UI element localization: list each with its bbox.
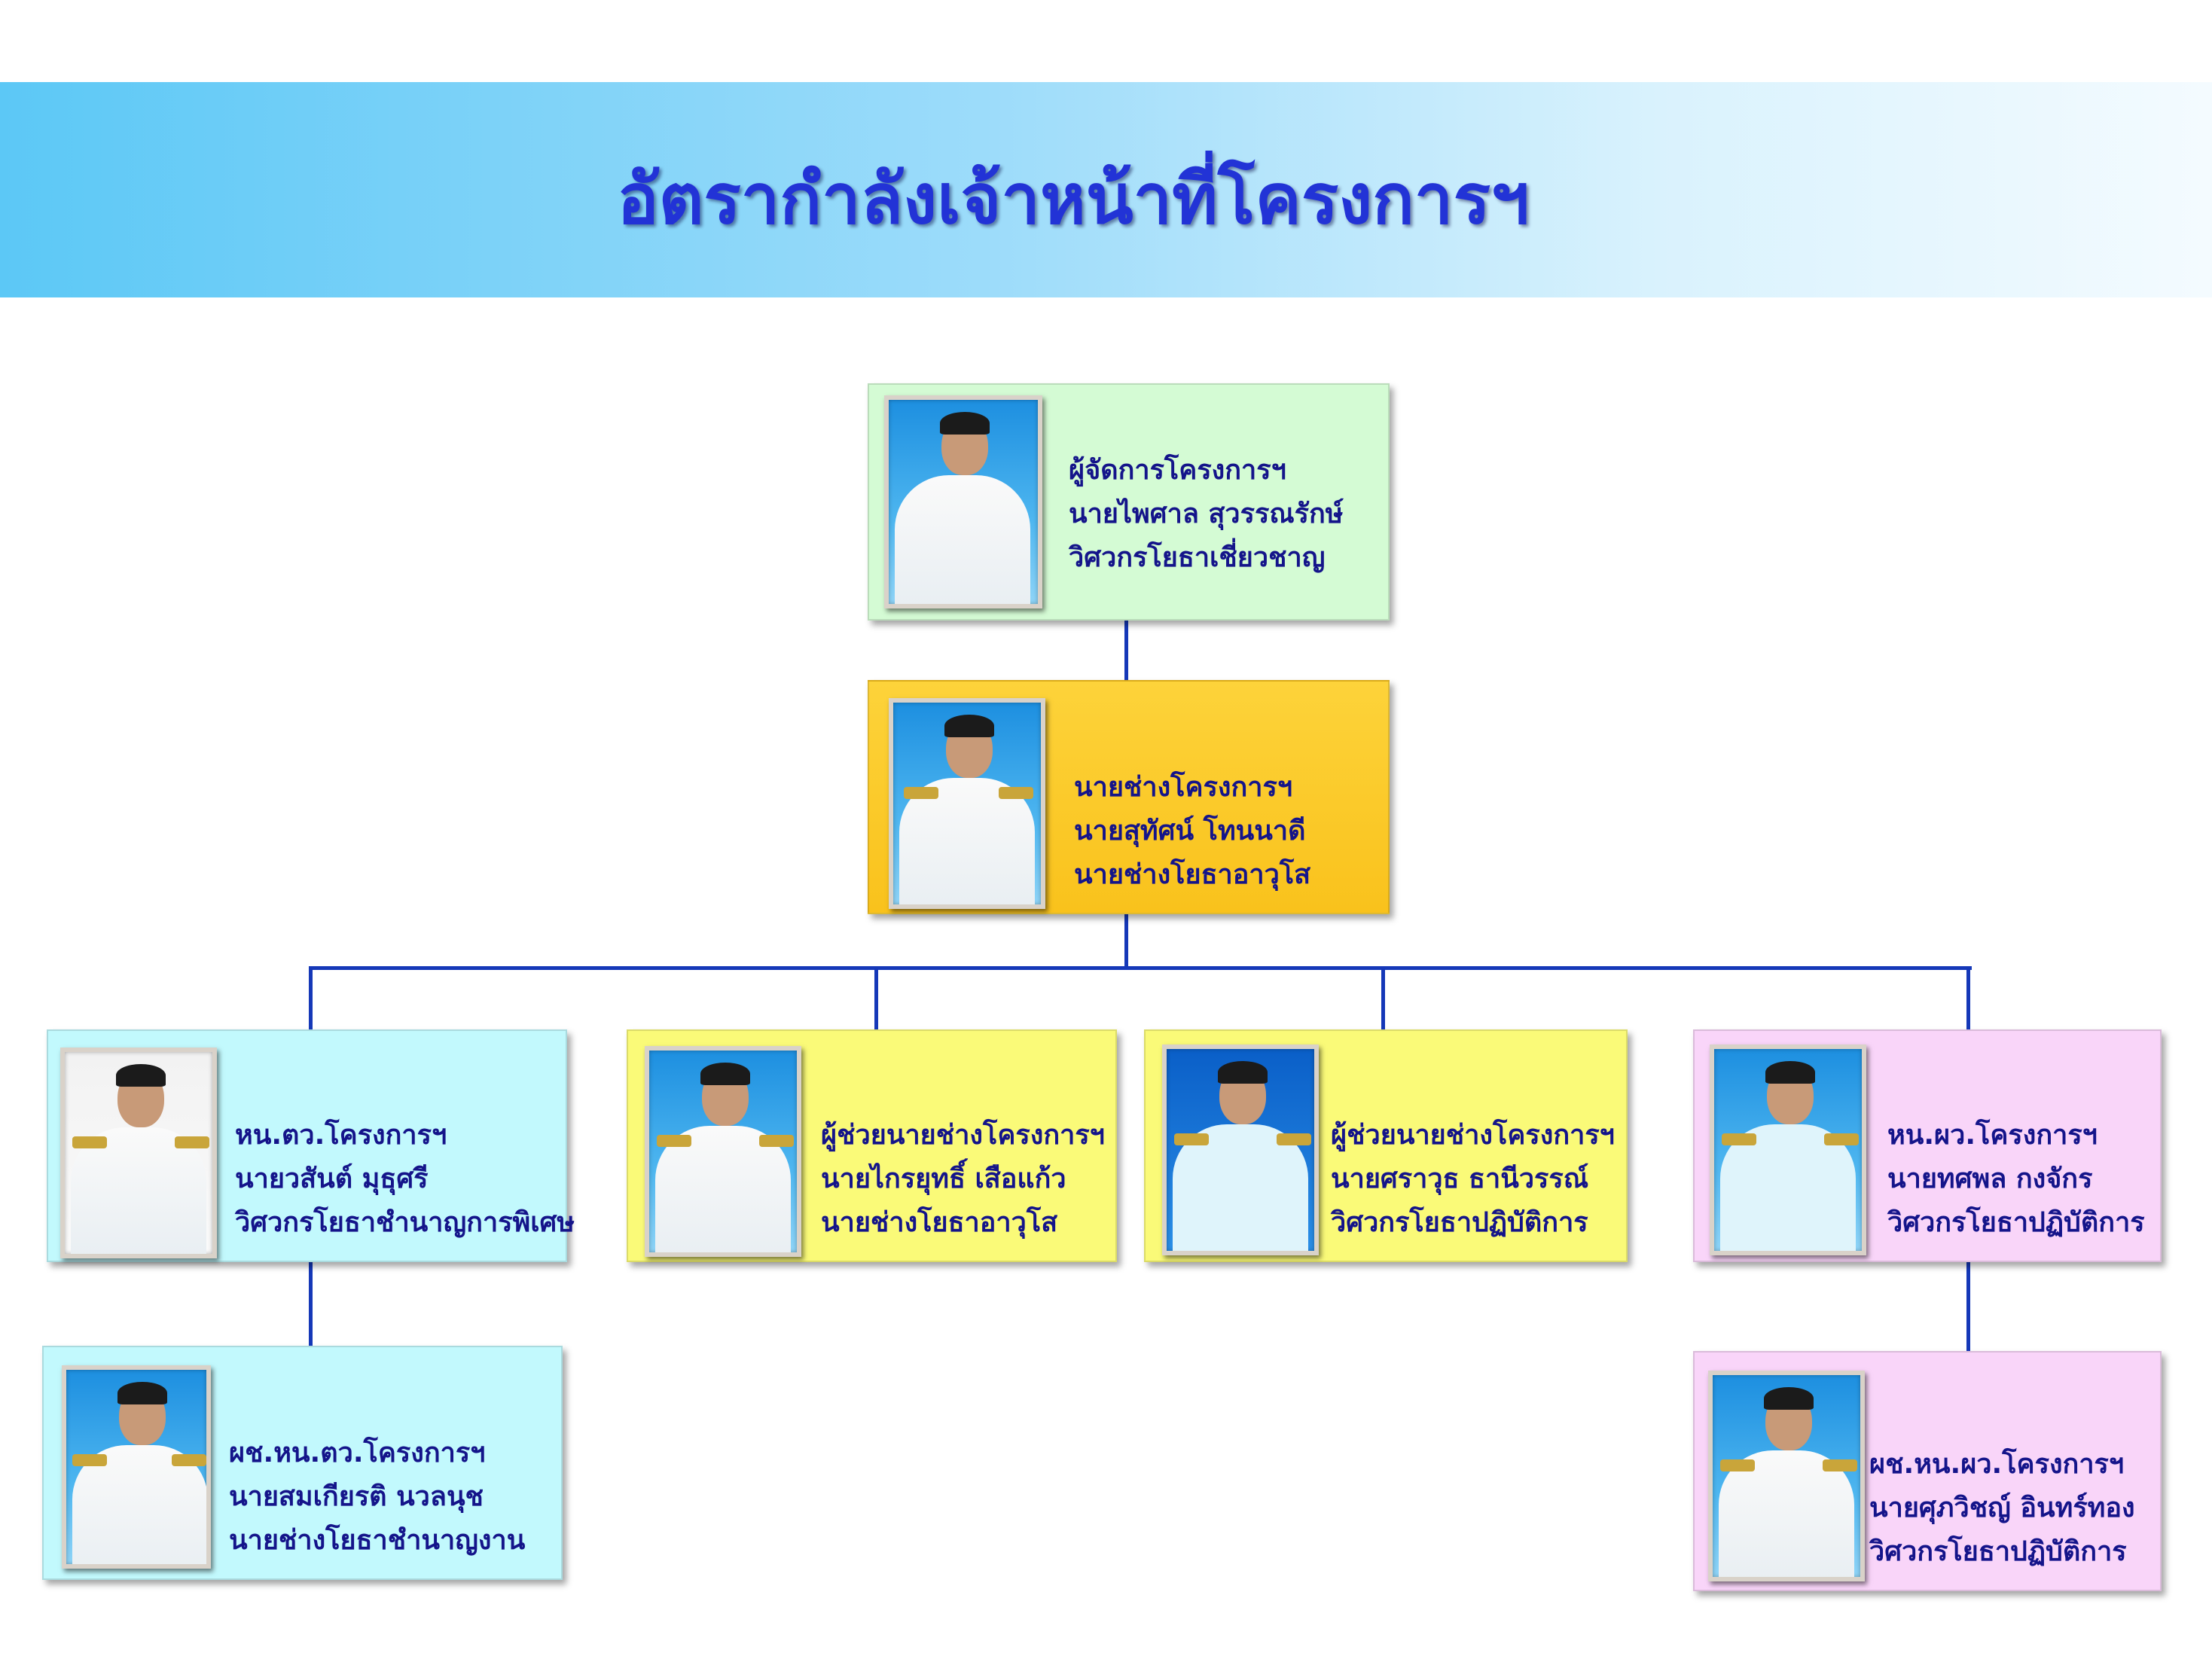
position-label: หน.ตว.โครงการฯ (235, 1120, 447, 1151)
person-photo (62, 1365, 211, 1569)
rank-label: นายช่างโยธาอาวุโส (821, 1207, 1058, 1238)
person-name: นายทศพล กงจักร (1887, 1163, 2093, 1194)
person-photo (60, 1048, 217, 1258)
card-text: หน.ผว.โครงการฯ นายทศพล กงจักร วิศวกรโยธา… (1887, 1114, 2145, 1245)
rank-label: นายช่างโยธาชำนาญงาน (229, 1525, 526, 1556)
person-name: นายศราวุธ ธานีวรรณ์ (1331, 1163, 1589, 1194)
position-label: นายช่างโครงการฯ (1074, 772, 1293, 803)
person-name: นายสมเกียรติ นวลนุช (229, 1481, 484, 1512)
person-photo (1710, 1044, 1866, 1255)
person-photo (1708, 1371, 1865, 1581)
org-card-assistant-survey-head: ผช.หน.ตว.โครงการฯ นายสมเกียรติ นวลนุช นา… (42, 1346, 563, 1580)
position-label: ผู้จัดการโครงการฯ (1069, 455, 1286, 486)
person-photo (645, 1046, 801, 1257)
card-text: ผช.หน.ตว.โครงการฯ นายสมเกียรติ นวลนุช นา… (229, 1432, 525, 1563)
rank-label: วิศวกรโยธาปฏิบัติการ (1869, 1536, 2127, 1567)
connector-line (309, 966, 1972, 970)
person-name: นายไกรยุทธิ์ เสือแก้ว (821, 1163, 1066, 1194)
connector-line (874, 966, 878, 1030)
card-text: ผช.หน.ผว.โครงการฯ นายศุภวิชญ์ อินทร์ทอง … (1869, 1443, 2135, 1574)
rank-label: วิศวกรโยธาเชี่ยวชาญ (1069, 542, 1326, 573)
org-card-chief-engineer: นายช่างโครงการฯ นายสุทัศน์ โทนนาดี นายช่… (868, 680, 1390, 914)
position-label: ผู้ช่วยนายช่างโครงการฯ (1331, 1120, 1615, 1151)
header-banner (0, 82, 2212, 297)
person-photo (884, 395, 1042, 608)
connector-line (1124, 621, 1128, 681)
person-photo (889, 698, 1045, 909)
card-text: ผู้จัดการโครงการฯ นายไพศาล สุวรรณรักษ์ ว… (1069, 449, 1344, 580)
org-card-survey-head: หน.ตว.โครงการฯ นายวสันต์ มุธุศรี วิศวกรโ… (47, 1029, 575, 1262)
rank-label: นายช่างโยธาอาวุโส (1074, 859, 1311, 890)
rank-label: วิศวกรโยธาปฏิบัติการ (1331, 1207, 1588, 1238)
connector-line (309, 1262, 313, 1346)
org-card-assistant-maintenance-head: ผช.หน.ผว.โครงการฯ นายศุภวิชญ์ อินทร์ทอง … (1693, 1351, 2162, 1591)
position-label: ผช.หน.ตว.โครงการฯ (229, 1438, 486, 1468)
connector-line (1124, 914, 1128, 970)
connector-line (1381, 966, 1385, 1030)
person-name: นายวสันต์ มุธุศรี (235, 1163, 429, 1194)
connector-line (1966, 966, 1970, 1030)
org-card-assistant-engineer-2: ผู้ช่วยนายช่างโครงการฯ นายศราวุธ ธานีวรร… (1144, 1029, 1628, 1262)
rank-label: วิศวกรโยธาชำนาญการพิเศษ (235, 1207, 575, 1238)
rank-label: วิศวกรโยธาปฏิบัติการ (1887, 1207, 2145, 1238)
connector-line (1966, 1262, 1970, 1353)
person-name: นายไพศาล สุวรรณรักษ์ (1069, 499, 1344, 529)
connector-line (309, 966, 313, 1030)
card-text: หน.ตว.โครงการฯ นายวสันต์ มุธุศรี วิศวกรโ… (235, 1114, 575, 1245)
position-label: ผช.หน.ผว.โครงการฯ (1869, 1449, 2125, 1480)
card-text: นายช่างโครงการฯ นายสุทัศน์ โทนนาดี นายช่… (1074, 766, 1310, 897)
person-name: นายสุทัศน์ โทนนาดี (1074, 816, 1306, 846)
page-title: อัตรากำลังเจ้าหน้าที่โครงการฯ (617, 159, 1530, 239)
card-text: ผู้ช่วยนายช่างโครงการฯ นายศราวุธ ธานีวรร… (1331, 1114, 1615, 1245)
org-card-maintenance-head: หน.ผว.โครงการฯ นายทศพล กงจักร วิศวกรโยธา… (1693, 1029, 2162, 1262)
person-photo (1162, 1044, 1319, 1255)
position-label: หน.ผว.โครงการฯ (1887, 1120, 2098, 1151)
card-text: ผู้ช่วยนายช่างโครงการฯ นายไกรยุทธิ์ เสือ… (821, 1114, 1105, 1245)
org-card-manager: ผู้จัดการโครงการฯ นายไพศาล สุวรรณรักษ์ ว… (868, 383, 1390, 621)
org-card-assistant-engineer-1: ผู้ช่วยนายช่างโครงการฯ นายไกรยุทธิ์ เสือ… (627, 1029, 1117, 1262)
position-label: ผู้ช่วยนายช่างโครงการฯ (821, 1120, 1105, 1151)
person-name: นายศุภวิชญ์ อินทร์ทอง (1869, 1493, 2135, 1523)
